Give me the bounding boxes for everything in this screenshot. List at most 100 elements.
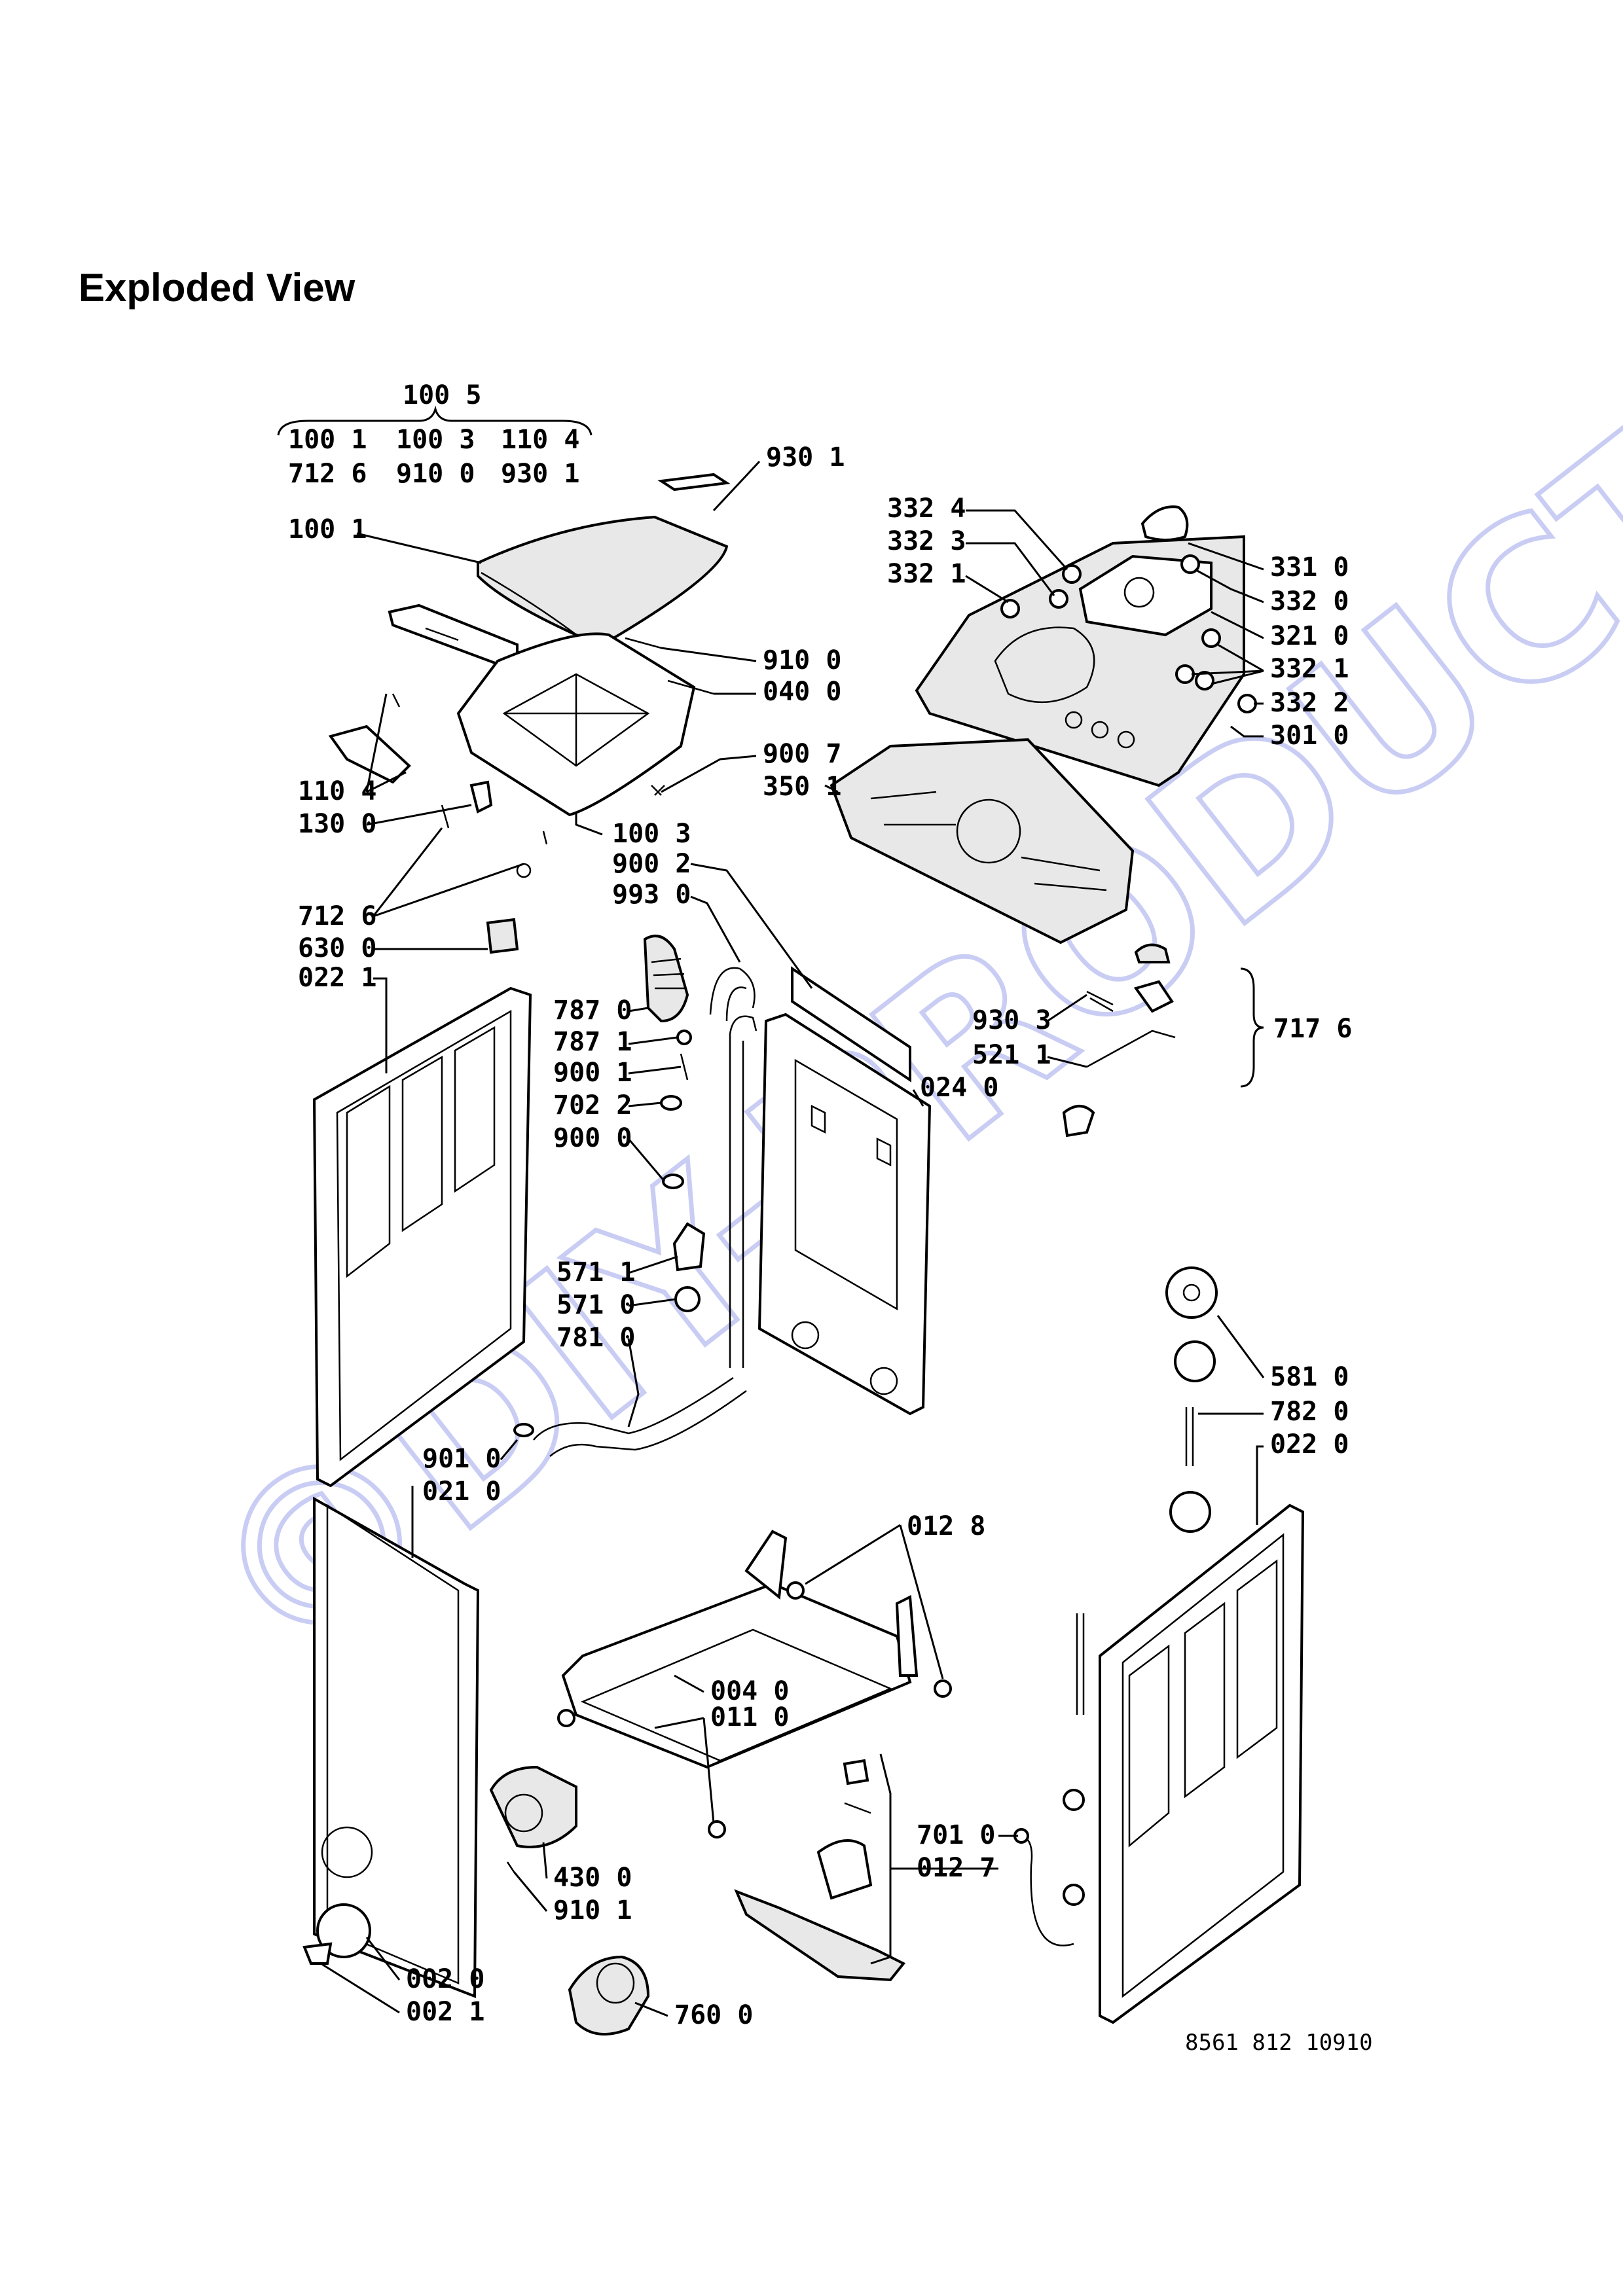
latch-screw (392, 693, 401, 708)
leader-1300 (366, 804, 472, 826)
hose-9002 (709, 967, 756, 1015)
front-panel-0210 (313, 1496, 480, 1998)
watermark: ©DIY-PRODUCTS.cz (159, 66, 1623, 1715)
leader-3321a (965, 575, 1009, 603)
leader-7870 (628, 1007, 649, 1013)
foot-b (708, 1820, 726, 1839)
bar-7010 (1076, 1613, 1085, 1715)
leader-0221 (373, 977, 388, 1073)
label-7820: 782 0 (1270, 1397, 1349, 1427)
base-upright-left (744, 1530, 788, 1600)
right-parts (1062, 943, 1264, 1533)
sensor-5710 (674, 1286, 701, 1312)
pressure-switch-5711 (672, 1222, 706, 1272)
leader-7810 (627, 1338, 640, 1427)
label-3310: 331 0 (1270, 552, 1349, 583)
side-panel-0220 (1099, 1503, 1305, 2024)
washer-7022 (660, 1095, 682, 1111)
side-panel-0220-inner (1122, 1533, 1285, 1998)
flow-part (816, 1839, 873, 1900)
leader-0240 (912, 1089, 924, 1107)
front-panel (302, 1496, 480, 1998)
leader-7871 (628, 1036, 678, 1045)
page-heading: Exploded View (79, 266, 356, 310)
leader-0127-bracket (870, 1753, 892, 1965)
label-9002: 900 2 (612, 849, 691, 879)
label-0128: 012 8 (907, 1511, 985, 1541)
kit-row1-b: 100 3 (396, 425, 475, 455)
water-components (513, 935, 757, 1457)
kit-row1-a: 100 1 (288, 425, 367, 455)
label-0110: 011 0 (710, 1702, 789, 1732)
label-7600: 760 0 (674, 2000, 753, 2030)
leader-0220 (1256, 1445, 1264, 1525)
label-0400: 040 0 (763, 677, 841, 707)
leader-1001 (356, 532, 482, 564)
cap-9010 (513, 1423, 534, 1437)
label-9930: 993 0 (612, 880, 691, 910)
label-9101: 910 1 (553, 1895, 632, 1926)
label-9000: 900 0 (553, 1123, 632, 1153)
display-dial-hole (1123, 577, 1155, 608)
leader-9301 (712, 460, 761, 512)
front-panel-filter-hole (321, 1826, 373, 1878)
label-3323: 332 3 (887, 526, 966, 556)
hose-9002-inner (725, 986, 747, 1022)
right-side-panel (1099, 1503, 1305, 2024)
screw-9101 (506, 1861, 515, 1873)
label-3501: 350 1 (763, 772, 841, 802)
label-9100: 910 0 (763, 645, 841, 675)
button-3322 (1237, 694, 1257, 713)
pump-4300 (489, 1765, 577, 1848)
leader-5710 (628, 1298, 676, 1307)
leader-0110 (654, 1717, 715, 1823)
spring-9303 (1086, 990, 1114, 1013)
leader-1003 (575, 812, 603, 836)
display-plate (1078, 554, 1213, 637)
label-0221: 022 1 (298, 963, 376, 993)
block-6300 (486, 918, 519, 954)
leader-9002 (690, 863, 813, 989)
label-5710: 571 0 (556, 1290, 635, 1320)
washer-9000 (662, 1174, 684, 1189)
leader-9100 (661, 647, 757, 662)
label-7010: 701 0 (917, 1820, 995, 1850)
brace-7176 (1240, 967, 1264, 1088)
shaft-7820 (1185, 1407, 1194, 1466)
foot-0128-b (934, 1679, 952, 1698)
seal-7010b (1063, 1884, 1085, 1906)
fascia-button-c (1117, 730, 1135, 749)
screw-9007 (651, 785, 665, 796)
bracket-7176 (1133, 980, 1174, 1013)
seal-7820 (1169, 1491, 1211, 1533)
kit-callout-group: 100 5 100 1 100 3 110 4 712 6 910 0 930 … (277, 380, 593, 489)
leader-9001 (628, 1066, 682, 1075)
leader-3323 (966, 542, 1055, 596)
pcb-traces (870, 791, 1107, 891)
leader-5711 (628, 1255, 678, 1274)
lid-panel (477, 515, 729, 647)
label-9001: 900 1 (553, 1058, 632, 1088)
control-panel-assembly (830, 505, 1257, 944)
leader-0040 (674, 1674, 704, 1693)
pin-0127 (844, 1802, 871, 1814)
left-side-panel (312, 986, 532, 1488)
label-3322: 332 2 (1270, 688, 1349, 718)
label-7871: 787 1 (553, 1027, 632, 1057)
base-upright-right (895, 1594, 919, 1677)
hinge-rod (625, 637, 662, 649)
lid-handle (388, 603, 519, 670)
inlet-hose-7010 (1021, 1835, 1074, 1946)
label-9007: 900 7 (763, 739, 841, 769)
long-hose (729, 1015, 757, 1368)
kit-brace (277, 405, 593, 436)
seal-7010a (1063, 1789, 1085, 1811)
base-004-inner (580, 1628, 893, 1762)
drawing-code: 8561 812 10910 (1185, 2030, 1373, 2056)
bellows-7870 (643, 935, 689, 1023)
pulley-hub (1182, 1283, 1201, 1302)
filter-7600 (568, 1955, 650, 2036)
leader-9303 (1047, 994, 1087, 1022)
label-5810: 581 0 (1270, 1362, 1349, 1392)
